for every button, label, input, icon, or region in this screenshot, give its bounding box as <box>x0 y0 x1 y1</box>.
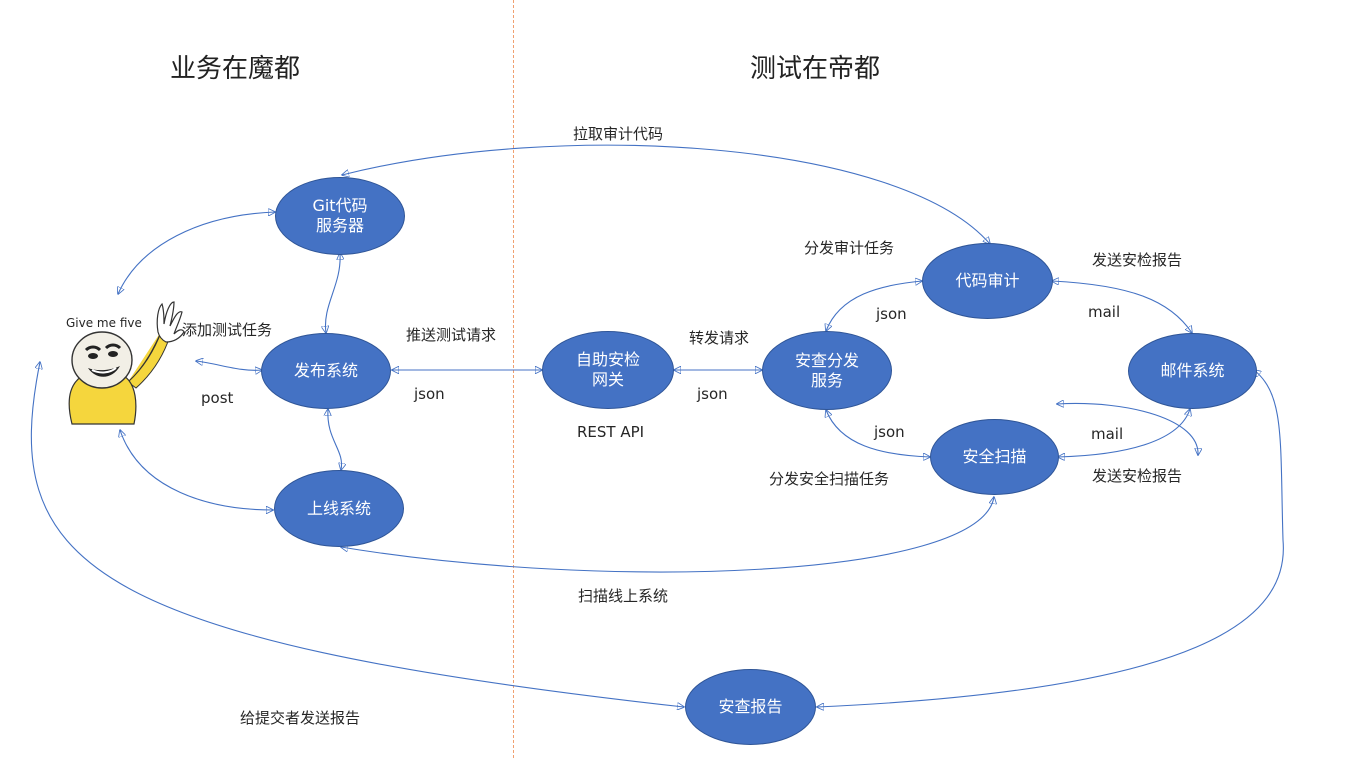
label-report-to-committer: 给提交者发送报告 <box>240 709 361 727</box>
node-security-scan-label: 安全扫描 <box>962 447 1027 466</box>
node-gateway[interactable]: 自助安检 网关 <box>542 331 674 409</box>
node-git-server[interactable]: Git代码 服务器 <box>275 177 405 255</box>
edge-mail-side <box>1057 403 1198 455</box>
label-pull-code: 拉取审计代码 <box>573 125 664 143</box>
edge-git-publish <box>325 253 340 333</box>
label-dispatch-audit: 分发审计任务 <box>804 239 895 257</box>
edge-online-scan <box>341 497 994 573</box>
node-online-system-label: 上线系统 <box>306 498 371 518</box>
node-code-audit[interactable]: 代码审计 <box>922 243 1053 319</box>
node-gateway-line2: 网关 <box>591 370 624 389</box>
edge-scan-mail <box>1058 409 1190 457</box>
label-mail-bottom: mail <box>1091 425 1124 443</box>
node-git-server-line2: 服务器 <box>315 216 364 235</box>
label-send-report-bottom: 发送安检报告 <box>1092 467 1183 485</box>
label-json-audit: json <box>876 305 907 323</box>
left-region-title: 业务在魔都 <box>170 54 301 84</box>
node-publish-system[interactable]: 发布系统 <box>261 333 391 409</box>
node-security-report[interactable]: 安查报告 <box>685 669 816 745</box>
node-code-audit-label: 代码审计 <box>955 271 1020 290</box>
label-json-gateway: json <box>414 385 445 403</box>
label-json-scan: json <box>874 423 905 441</box>
node-publish-system-label: 发布系统 <box>293 361 358 380</box>
edge-audit-mail <box>1052 281 1192 333</box>
node-git-server-line1: Git代码 <box>312 196 368 215</box>
node-gateway-line1: 自助安检 <box>575 350 640 369</box>
label-mail-top: mail <box>1088 303 1121 321</box>
node-security-scan[interactable]: 安全扫描 <box>930 419 1059 495</box>
edge-report-mail <box>817 370 1284 707</box>
edge-avatar-online <box>120 430 273 510</box>
label-rest-api: REST API <box>577 423 645 441</box>
label-json-forward: json <box>697 385 728 403</box>
label-dispatch-scan: 分发安全扫描任务 <box>769 470 890 488</box>
label-add-task: 添加测试任务 <box>182 321 273 339</box>
edge-git-audit <box>342 144 990 244</box>
edge-publish-online <box>328 409 342 470</box>
node-dispatch-service[interactable]: 安查分发 服务 <box>762 331 892 410</box>
right-region-title: 测试在帝都 <box>750 54 881 84</box>
edge-dispatch-audit <box>826 281 922 331</box>
label-scan-online: 扫描线上系统 <box>578 587 669 605</box>
node-dispatch-service-line2: 服务 <box>810 370 843 390</box>
label-push-request: 推送测试请求 <box>406 326 497 344</box>
edge-avatar-publish <box>196 361 262 370</box>
avatar-caption: Give me five <box>66 316 142 330</box>
node-security-report-label: 安查报告 <box>718 697 783 716</box>
edge-avatar-report <box>30 362 684 707</box>
node-mail-system-label: 邮件系统 <box>1160 361 1225 380</box>
edge-git-avatar <box>118 212 275 294</box>
node-dispatch-service-line1: 安查分发 <box>794 350 859 370</box>
label-send-report-top: 发送安检报告 <box>1092 251 1183 269</box>
label-post: post <box>201 389 234 407</box>
node-mail-system[interactable]: 邮件系统 <box>1128 333 1257 409</box>
avatar-illustration <box>68 301 185 425</box>
node-online-system[interactable]: 上线系统 <box>274 470 404 547</box>
label-forward-request: 转发请求 <box>689 329 750 347</box>
